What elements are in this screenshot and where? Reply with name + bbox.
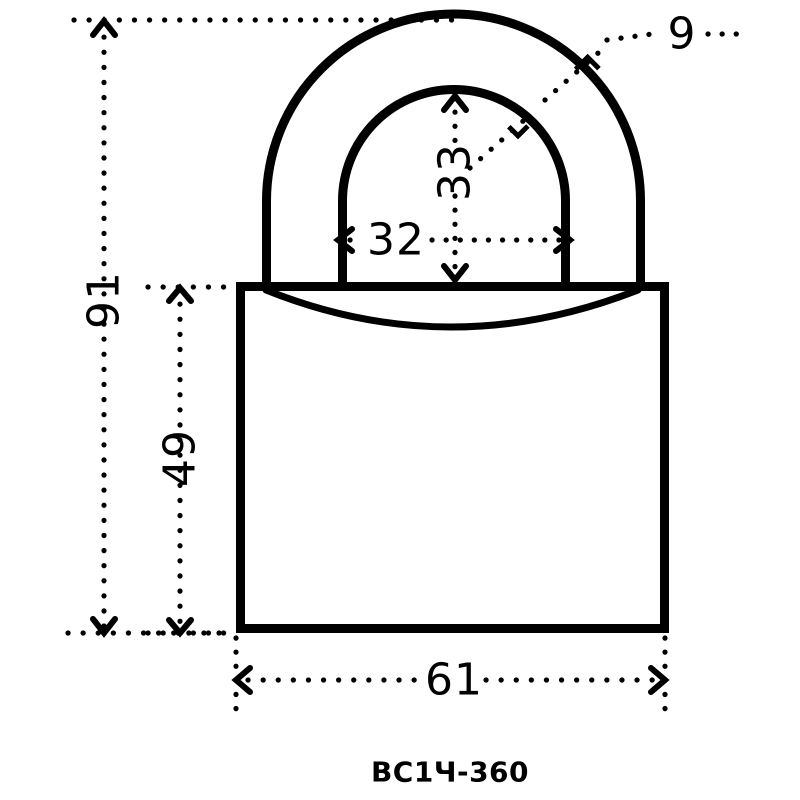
arrow-32-left <box>333 226 355 254</box>
arrow-91-top <box>90 16 118 38</box>
body-top-arc <box>262 286 642 331</box>
arrow-61-left <box>231 665 253 695</box>
tick-9-inner-arc <box>507 124 530 140</box>
leader-line-9-mid <box>542 44 608 103</box>
padlock-shackle <box>262 9 645 290</box>
padlock-body <box>236 282 669 633</box>
dimension-shackle-width-32: 32 <box>333 215 575 266</box>
dimension-label-61: 61 <box>425 655 483 706</box>
dimension-label-32: 32 <box>367 215 425 266</box>
tick-9-outer-arc <box>573 53 601 72</box>
shackle-inner-contour <box>338 85 570 290</box>
leader-line-9-inner <box>467 112 533 171</box>
dimension-body-height-49: 49 <box>145 283 239 638</box>
dimension-overall-height-91: 91 <box>65 16 455 638</box>
arrow-61-right <box>648 665 670 695</box>
arrow-49-top <box>166 283 194 304</box>
shackle-outer-contour <box>262 9 645 290</box>
leader-line-9-horizontal <box>604 31 655 43</box>
dimension-shackle-thickness-9: 9 <box>467 9 745 171</box>
dimension-label-9: 9 <box>668 9 697 60</box>
drawing-caption: ВС1Ч-360 <box>371 756 529 789</box>
arrow-91-bottom <box>90 616 118 638</box>
arrow-32-right <box>553 226 575 254</box>
arrow-49-bottom <box>166 617 194 638</box>
dimension-label-91: 91 <box>79 271 130 329</box>
dimension-body-width-61: 61 <box>231 635 670 719</box>
arrow-33-top <box>441 91 469 113</box>
dimension-shackle-height-33: 33 <box>430 91 481 285</box>
dimension-label-49: 49 <box>155 429 206 487</box>
dimension-label-33: 33 <box>430 143 481 201</box>
body-outline <box>236 282 669 633</box>
arrow-33-bottom <box>441 263 469 285</box>
